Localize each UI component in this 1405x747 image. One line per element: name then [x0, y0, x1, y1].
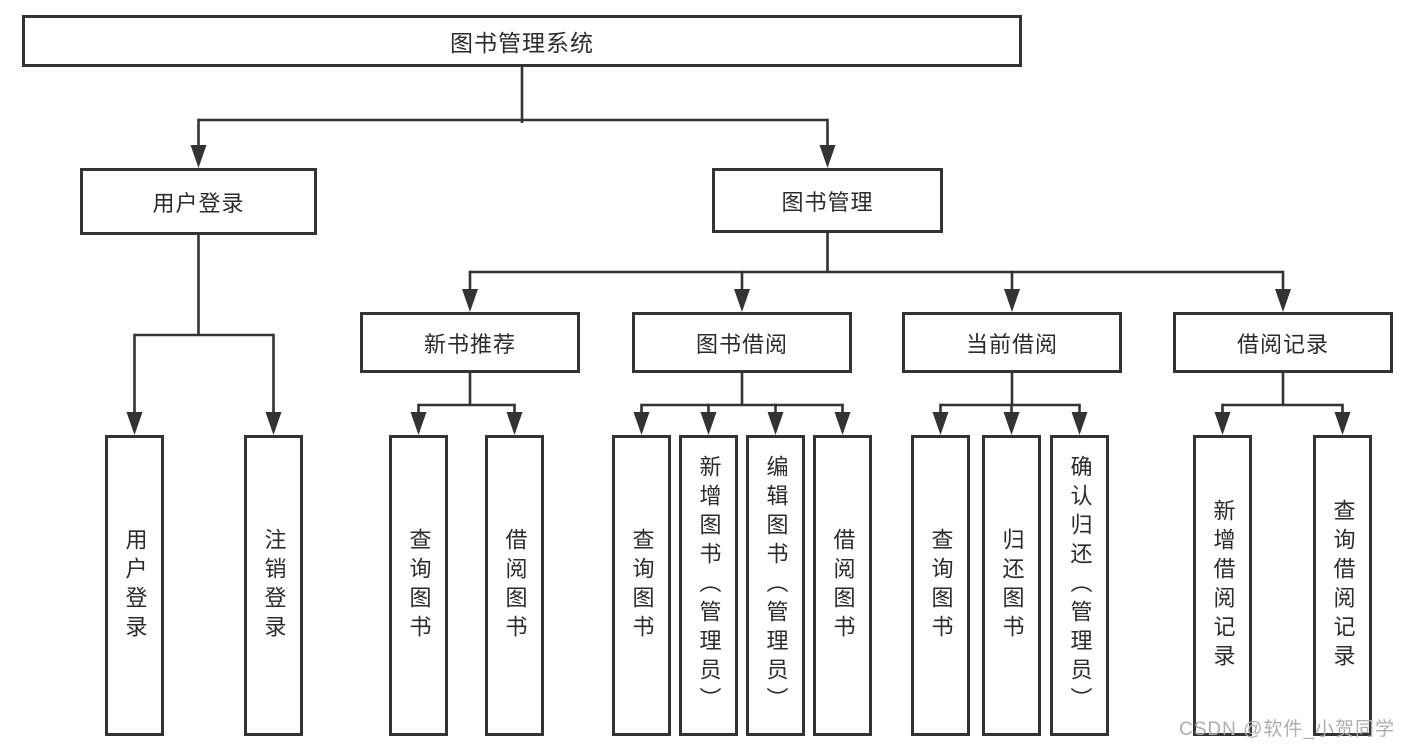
node-current-borrowing: 当前借阅 — [902, 312, 1122, 373]
node-label: 图书管理 — [781, 189, 874, 215]
node-book-management: 图书管理 — [712, 168, 943, 233]
node-user-login: 用户登录 — [80, 168, 317, 235]
node-borrowing-records: 借阅记录 — [1173, 312, 1393, 373]
node-label: 新书推荐 — [423, 331, 516, 357]
leaf-query-books-recommend: 查询图书 — [389, 435, 448, 736]
leaf-user-login: 用户登录 — [105, 435, 164, 736]
leaf-logout: 注销登录 — [244, 435, 303, 736]
csdn-watermark: CSDN @软件_小贺同学 — [1179, 719, 1395, 740]
leaf-label: 查询图书 — [629, 527, 655, 644]
node-label: 借阅记录 — [1236, 331, 1329, 357]
node-label: 当前借阅 — [965, 331, 1058, 357]
leaf-borrow-books-recommend: 借阅图书 — [485, 435, 544, 736]
node-label: 图书管理系统 — [450, 30, 594, 56]
leaf-add-books-admin: 新增图书（管理员） — [679, 435, 738, 736]
node-library-management-system: 图书管理系统 — [22, 15, 1022, 67]
node-label: 用户登录 — [152, 190, 245, 216]
leaf-edit-books-admin: 编辑图书（管理员） — [746, 435, 805, 736]
leaf-confirm-return-admin: 确认归还（管理员） — [1050, 435, 1109, 736]
leaf-label: 新增借阅记录 — [1210, 498, 1236, 673]
leaf-label: 查询图书 — [928, 527, 954, 644]
node-book-borrowing: 图书借阅 — [632, 312, 852, 373]
leaf-label: 借阅图书 — [830, 527, 856, 644]
leaf-add-borrow-record: 新增借阅记录 — [1193, 435, 1252, 736]
leaf-label: 借阅图书 — [502, 527, 528, 644]
leaf-label: 注销登录 — [261, 527, 287, 644]
leaf-query-borrow-record: 查询借阅记录 — [1313, 435, 1372, 736]
leaf-label: 新增图书（管理员） — [696, 455, 722, 716]
leaf-label: 编辑图书（管理员） — [763, 455, 789, 716]
leaf-label: 用户登录 — [122, 527, 148, 644]
leaf-label: 查询图书 — [406, 527, 432, 644]
leaf-label: 确认归还（管理员） — [1067, 455, 1093, 716]
leaf-return-books: 归还图书 — [982, 435, 1041, 736]
node-new-book-recommendation: 新书推荐 — [360, 312, 580, 373]
node-label: 图书借阅 — [695, 331, 788, 357]
leaf-label: 归还图书 — [999, 527, 1025, 644]
leaf-label: 查询借阅记录 — [1330, 498, 1356, 673]
leaf-borrow-books: 借阅图书 — [813, 435, 872, 736]
leaf-query-books-current: 查询图书 — [911, 435, 970, 736]
leaf-query-books-borrow: 查询图书 — [612, 435, 671, 736]
